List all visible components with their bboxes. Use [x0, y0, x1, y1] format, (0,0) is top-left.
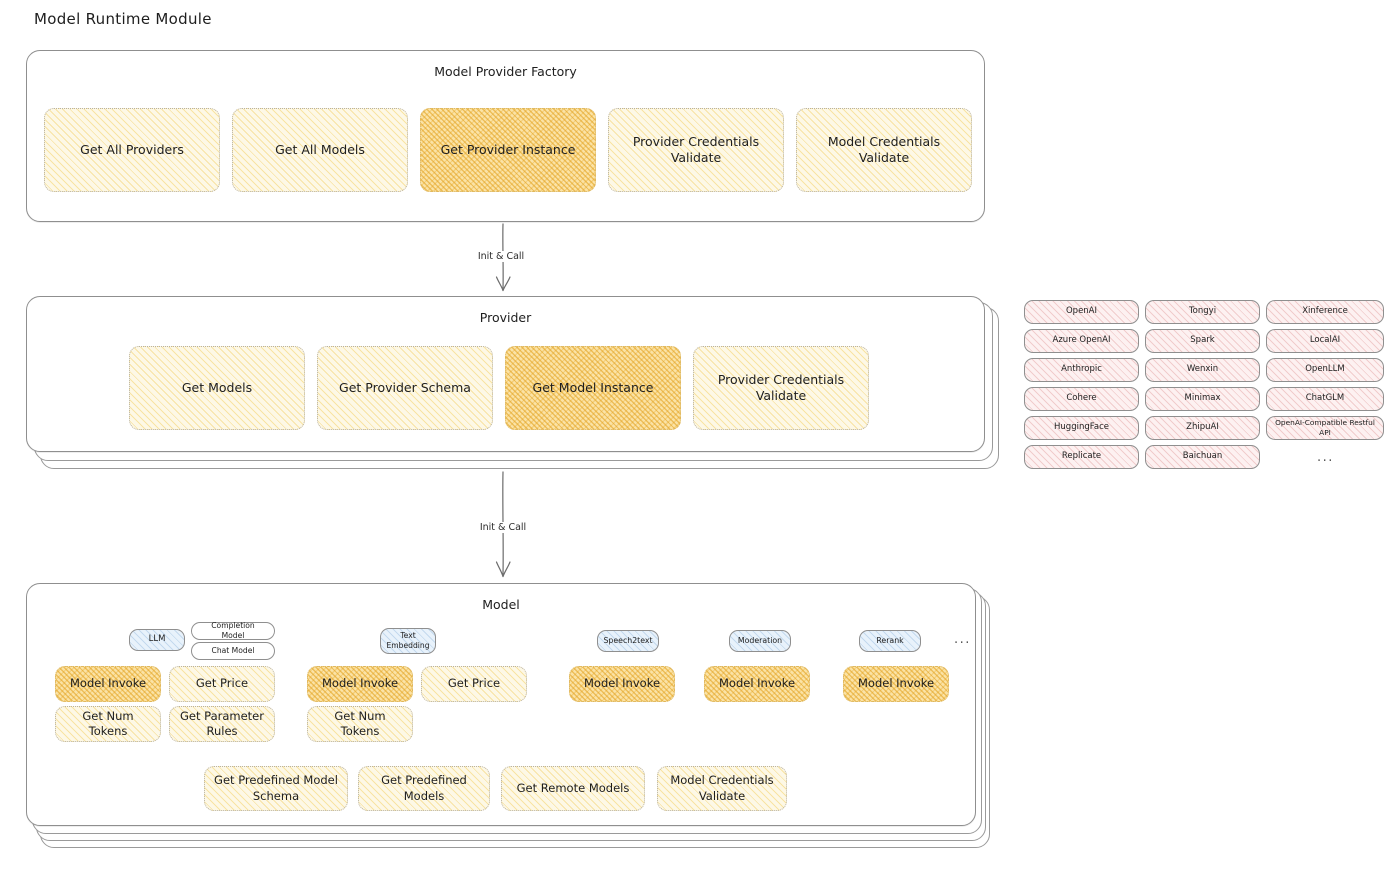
provider-chip-spark[interactable]: Spark — [1145, 329, 1260, 353]
model-common-op-get-remote-models[interactable]: Get Remote Models — [501, 766, 645, 811]
factory-node-get-provider-instance[interactable]: Get Provider Instance — [420, 108, 596, 192]
factory-node-get-all-models[interactable]: Get All Models — [232, 108, 408, 192]
model-subtype-completion-model[interactable]: Completion Model — [191, 621, 275, 640]
text-embedding-op-get-price[interactable]: Get Price — [421, 666, 527, 702]
provider-chip-anthropic[interactable]: Anthropic — [1024, 358, 1139, 382]
model-common-op-get-predefined-models[interactable]: Get Predefined Models — [358, 766, 490, 811]
model-subtype-chat-model[interactable]: Chat Model — [191, 642, 275, 660]
provider-chip-openllm[interactable]: OpenLLM — [1266, 358, 1384, 382]
model-card: Model LLM Completion Model Chat Model Mo… — [26, 583, 976, 826]
model-common-op-get-predefined-model-schema[interactable]: Get Predefined Model Schema — [204, 766, 348, 811]
model-type-rerank[interactable]: Rerank — [859, 630, 921, 652]
provider-chip-huggingface[interactable]: HuggingFace — [1024, 416, 1139, 440]
model-common-op-model-credentials-validate[interactable]: Model Credentials Validate — [657, 766, 787, 811]
provider-chip-replicate[interactable]: Replicate — [1024, 445, 1139, 469]
text-embedding-op-model-invoke[interactable]: Model Invoke — [307, 666, 413, 702]
provider-chip-xinference[interactable]: Xinference — [1266, 300, 1384, 324]
llm-op-get-parameter-rules[interactable]: Get Parameter Rules — [169, 706, 275, 742]
factory-node-provider-credentials-validate[interactable]: Provider Credentials Validate — [608, 108, 784, 192]
page-title: Model Runtime Module — [34, 10, 212, 28]
provider-chip-minimax[interactable]: Minimax — [1145, 387, 1260, 411]
model-type-speech2text[interactable]: Speech2text — [597, 630, 659, 652]
arrow-label-init-and-call-1: Init & Call — [473, 251, 529, 262]
provider-card: Provider Get Models Get Provider Schema … — [26, 296, 985, 452]
llm-op-model-invoke[interactable]: Model Invoke — [55, 666, 161, 702]
provider-chip-cohere[interactable]: Cohere — [1024, 387, 1139, 411]
llm-op-get-num-tokens[interactable]: Get Num Tokens — [55, 706, 161, 742]
provider-chip-chatglm[interactable]: ChatGLM — [1266, 387, 1384, 411]
llm-op-get-price[interactable]: Get Price — [169, 666, 275, 702]
provider-chip-openai-compatible-restful-api[interactable]: OpenAI-Compatible Restful API — [1266, 416, 1384, 440]
provider-chip-wenxin[interactable]: Wenxin — [1145, 358, 1260, 382]
provider-node-get-provider-schema[interactable]: Get Provider Schema — [317, 346, 493, 430]
provider-list: OpenAI Azure OpenAI Anthropic Cohere Hug… — [1024, 300, 1384, 475]
provider-node-provider-credentials-validate[interactable]: Provider Credentials Validate — [693, 346, 869, 430]
provider-chip-baichuan[interactable]: Baichuan — [1145, 445, 1260, 469]
text-embedding-op-get-num-tokens[interactable]: Get Num Tokens — [307, 706, 413, 742]
model-title: Model — [482, 597, 520, 612]
provider-chip-zhipuai[interactable]: ZhipuAI — [1145, 416, 1260, 440]
moderation-op-model-invoke[interactable]: Model Invoke — [704, 666, 810, 702]
provider-chip-openai[interactable]: OpenAI — [1024, 300, 1139, 324]
model-provider-factory-title: Model Provider Factory — [434, 64, 577, 79]
model-type-moderation[interactable]: Moderation — [729, 630, 791, 652]
provider-chip-localai[interactable]: LocalAI — [1266, 329, 1384, 353]
provider-chip-azure-openai[interactable]: Azure OpenAI — [1024, 329, 1139, 353]
provider-list-more: ... — [1317, 450, 1334, 465]
model-type-llm[interactable]: LLM — [129, 629, 185, 651]
rerank-op-model-invoke[interactable]: Model Invoke — [843, 666, 949, 702]
speech2text-op-model-invoke[interactable]: Model Invoke — [569, 666, 675, 702]
provider-title: Provider — [479, 310, 532, 325]
factory-node-model-credentials-validate[interactable]: Model Credentials Validate — [796, 108, 972, 192]
provider-node-get-models[interactable]: Get Models — [129, 346, 305, 430]
model-provider-factory-card: Model Provider Factory Get All Providers… — [26, 50, 985, 222]
model-type-text-embedding[interactable]: Text Embedding — [380, 628, 436, 654]
provider-node-get-model-instance[interactable]: Get Model Instance — [505, 346, 681, 430]
provider-chip-tongyi[interactable]: Tongyi — [1145, 300, 1260, 324]
model-types-more: ... — [954, 632, 971, 647]
factory-node-get-all-providers[interactable]: Get All Providers — [44, 108, 220, 192]
arrow-label-init-and-call-2: Init & Call — [475, 522, 531, 533]
